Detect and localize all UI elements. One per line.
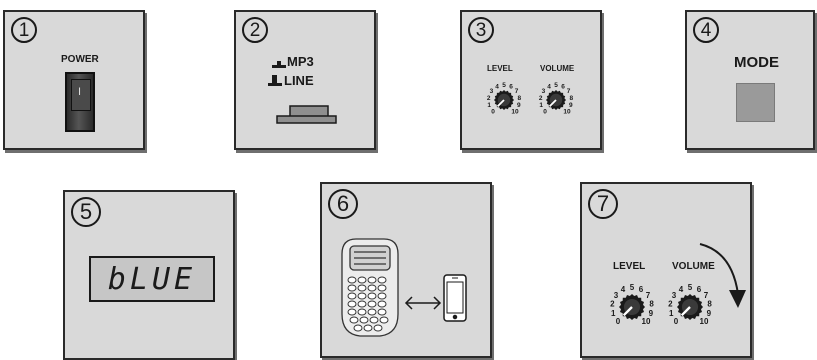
knob-scale-label: 6 [561, 83, 565, 90]
knob-scale-label: 9 [517, 102, 521, 109]
mode-button[interactable] [736, 83, 775, 122]
clockwise-arrow-icon [699, 243, 739, 295]
knob-scale-label: 2 [668, 300, 673, 309]
slide-switch-icon [276, 105, 337, 124]
knob-scale-label: 9 [649, 309, 654, 318]
level-knob[interactable] [494, 90, 514, 110]
panel-mode: 4 MODE [685, 10, 815, 150]
knob-scale-label: 5 [630, 283, 635, 292]
knob-scale-label: 7 [704, 291, 709, 300]
volume-label: VOLUME [672, 261, 715, 272]
knob-scale-label: 10 [642, 317, 651, 326]
knob-scale-label: 4 [547, 83, 551, 90]
knob-scale-label: 1 [611, 309, 616, 318]
knob-scale-label: 7 [515, 88, 519, 95]
knob-scale-label: 8 [707, 300, 712, 309]
knob-scale-label: 3 [490, 88, 494, 95]
knob-scale-label: 2 [610, 300, 615, 309]
level-label: LEVEL [613, 261, 646, 272]
power-label: POWER [61, 54, 99, 65]
knob-scale-label: 9 [569, 102, 573, 109]
step-number-4: 4 [693, 17, 719, 43]
knob-scale-label: 10 [511, 108, 519, 115]
step-number-2: 2 [242, 17, 268, 43]
mp3-label: MP3 [287, 54, 314, 69]
knob-scale-label: 6 [509, 83, 513, 90]
panel-bluetooth-pairing: 6 [320, 182, 492, 358]
knob-scale-label: 3 [614, 291, 619, 300]
clockwise-arrow-head-icon [729, 290, 746, 308]
knob-scale-label: 10 [700, 317, 709, 326]
knob-scale-label: 10 [563, 108, 571, 115]
step-number-6: 6 [328, 189, 358, 219]
mode-label: MODE [734, 54, 779, 71]
knob-scale-label: 6 [697, 285, 702, 294]
panel-display: 5 bLUE [63, 190, 235, 360]
panel-power: 1 POWER I [3, 10, 145, 150]
step-number-5: 5 [71, 197, 101, 227]
knob-scale-label: 1 [539, 102, 543, 109]
knob-scale-label: 1 [669, 309, 674, 318]
panel-input-select: 2 MP3 LINE [234, 10, 376, 150]
knob-scale-label: 7 [567, 88, 571, 95]
speaker-icon [341, 238, 399, 337]
knob-scale-label: 0 [616, 317, 621, 326]
power-switch[interactable]: I [65, 72, 95, 132]
step-number-1: 1 [11, 17, 37, 43]
volume-knob[interactable] [677, 294, 703, 320]
knob-scale-label: 8 [649, 300, 654, 309]
step-number-7: 7 [588, 189, 618, 219]
knob-scale-label: 0 [674, 317, 679, 326]
bidirectional-arrow-icon [404, 296, 442, 310]
knob-scale-label: 5 [502, 82, 506, 89]
knob-scale-label: 4 [679, 285, 684, 294]
knob-scale-label: 9 [707, 309, 712, 318]
knob-scale-label: 0 [543, 108, 547, 115]
line-indicator-icon [268, 75, 282, 86]
smartphone-icon [443, 274, 467, 322]
power-switch-mark: I [78, 86, 82, 98]
knob-scale-label: 2 [539, 95, 543, 102]
lcd-text: bLUE [107, 261, 197, 297]
volume-knob[interactable] [546, 90, 566, 110]
lcd-display: bLUE [89, 256, 215, 302]
knob-scale-label: 5 [554, 82, 558, 89]
knob-scale-label: 6 [639, 285, 644, 294]
knob-scale-label: 8 [517, 95, 521, 102]
knob-scale-label: 7 [646, 291, 651, 300]
power-rocker: I [71, 79, 91, 111]
level-label: LEVEL [487, 64, 513, 73]
knob-scale-label: 4 [495, 83, 499, 90]
knob-scale-label: 5 [688, 283, 693, 292]
knob-scale-label: 8 [569, 95, 573, 102]
mp3-indicator-icon [272, 61, 286, 68]
knob-scale-label: 0 [491, 108, 495, 115]
knob-scale-label: 1 [487, 102, 491, 109]
knob-scale-label: 4 [621, 285, 626, 294]
knob-scale-label: 2 [487, 95, 491, 102]
volume-label: VOLUME [540, 64, 575, 73]
level-knob[interactable] [619, 294, 645, 320]
step-number-3: 3 [468, 17, 494, 43]
line-label: LINE [284, 73, 314, 88]
knob-scale-label: 3 [542, 88, 546, 95]
knob-scale-label: 3 [672, 291, 677, 300]
